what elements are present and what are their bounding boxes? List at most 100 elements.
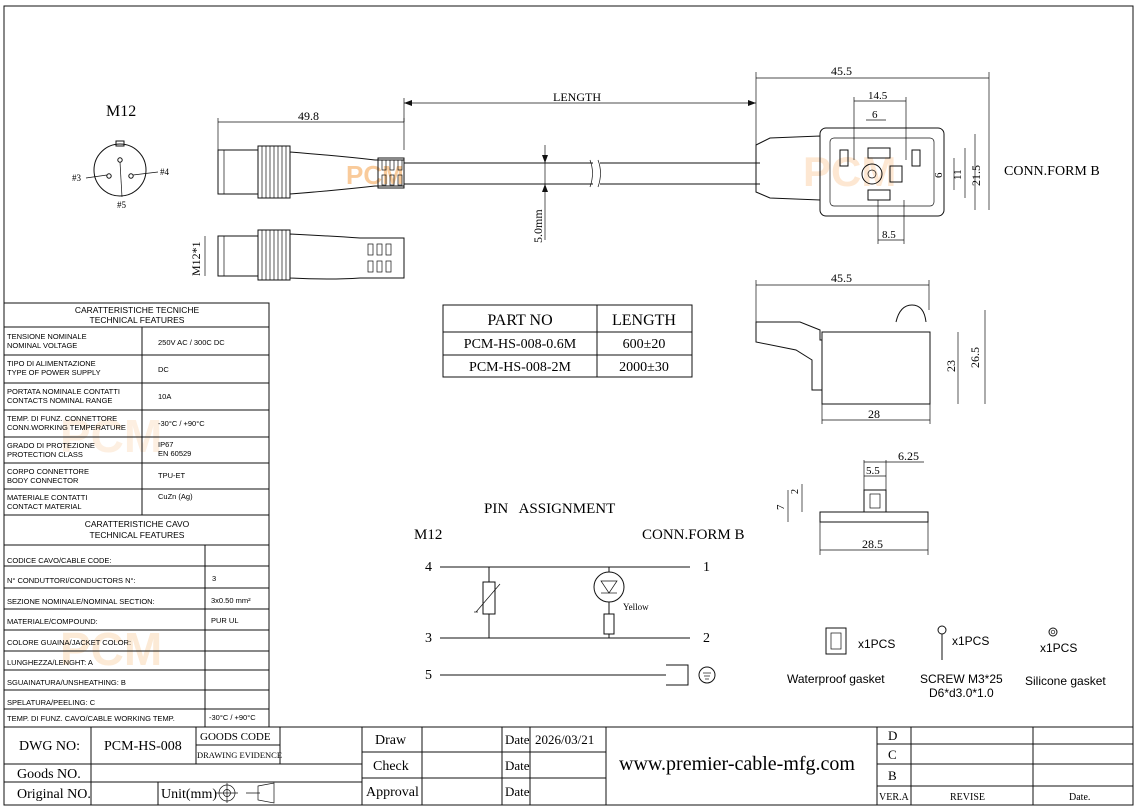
tech-row-7-v1: CuZn (Ag) [158, 492, 193, 501]
dim-m12-thread: M12*1 [189, 241, 203, 276]
cable-row-7-label: SGUAINATURA/UNSHEATHING: B [7, 678, 126, 687]
pin-assignment-title: PIN ASSIGNMENT [484, 501, 615, 517]
m12-title: M12 [106, 103, 136, 120]
part-row-1-partno: PCM-HS-008-0.6M [464, 337, 577, 352]
drawing-evidence-label: DRAWING EVIDENCE [197, 750, 282, 760]
pin-label-3: #3 [72, 173, 82, 183]
unit-label: Unit(mm) [161, 787, 217, 802]
revise-label: REVISE [950, 792, 985, 803]
tech-row-5-l1: GRADO DI PROTEZIONE [7, 441, 95, 450]
acc-1-qty: x1PCS [858, 637, 895, 651]
date-label-1: Date [505, 732, 530, 747]
acc-3-qty: x1PCS [1040, 641, 1077, 655]
dim-6-top: 6 [872, 109, 878, 121]
dim-49-8: 49.8 [298, 109, 319, 123]
part-row-2-partno: PCM-HS-008-2M [469, 360, 571, 375]
approval-label: Approval [366, 785, 419, 800]
cable-row-3-label: SEZIONE NOMINALE/NOMINAL SECTION: [7, 597, 155, 606]
watermark-2: PCM [803, 148, 896, 195]
title-block: DWG NO: PCM-HS-008 GOODS CODE DRAWING EV… [4, 726, 1133, 805]
tech-row-2-l1: TIPO DI ALIMENTAZIONE [7, 359, 96, 368]
tech-title-2: TECHNICAL FEATURES [90, 315, 185, 325]
watermarks: PCM PCM PCM PCM [60, 148, 896, 675]
dim-21-5: 21.5 [969, 165, 983, 186]
tech-row-5-l2: PROTECTION CLASS [7, 450, 83, 459]
date-label-3: Date [505, 784, 530, 799]
original-no-label: Original NO. [17, 787, 91, 802]
dim-28: 28 [868, 407, 880, 421]
cable-row-8-label: SPELATURA/PEELING: C [7, 698, 96, 707]
dim-14-5: 14.5 [868, 90, 888, 102]
part-table-header-partno: PART NO [487, 312, 552, 329]
pin-left-4: 4 [425, 560, 432, 575]
part-table: PART NO LENGTH PCM-HS-008-0.6M 600±20 PC… [442, 304, 693, 378]
dim-45-5-side: 45.5 [831, 271, 852, 285]
tech-row-7-l2: CONTACT MATERIAL [7, 502, 82, 511]
date-label-2: Date [505, 758, 530, 773]
projection-symbol [216, 782, 275, 804]
pin-right-1: 1 [703, 560, 710, 575]
ver-label: VER.A [879, 792, 910, 803]
pin-assignment-right: CONN.FORM B [642, 527, 745, 543]
cable-row-9-value: -30°C / +90°C [209, 713, 256, 722]
tech-row-2-v1: DC [158, 365, 169, 374]
accessories: x1PCS Waterproof gasket x1PCS SCREW M3*2… [787, 625, 1106, 700]
cable-row-4-label: MATERIALE/COMPOUND: [7, 617, 98, 626]
cable-row-9-label: TEMP. DI FUNZ. CAVO/CABLE WORKING TEMP. [7, 714, 175, 723]
draw-label: Draw [375, 733, 407, 748]
dim-8-5: 8.5 [882, 229, 896, 241]
dim-2: 2 [790, 489, 801, 494]
tech-row-4-v1: -30°C / +90°C [158, 419, 205, 428]
goods-no-label: Goods NO. [17, 767, 81, 782]
dim-26-5: 26.5 [968, 347, 982, 368]
pin-label-5: #5 [117, 200, 127, 210]
pin-label-4: #4 [160, 167, 170, 177]
pin-assignment-left: M12 [414, 527, 442, 543]
cable-title-2: TECHNICAL FEATURES [90, 530, 185, 540]
led-label: Yellow [623, 602, 649, 612]
rev-d: D [888, 728, 897, 743]
tech-row-3-l1: PORTATA NOMINALE CONTATTI [7, 387, 120, 396]
gasket-view: 6.25 5.5 2 7 28.5 [775, 449, 929, 555]
m12-front-view: M12 #3 #4 #5 [72, 103, 170, 210]
tech-row-1-l2: NOMINAL VOLTAGE [7, 341, 77, 350]
part-row-2-length: 2000±30 [619, 360, 669, 375]
m12-connector-top: 49.8 [217, 109, 405, 199]
tech-title-1: CARATTERISTICHE TECNICHE [75, 305, 200, 315]
goods-code-label: GOODS CODE [200, 731, 271, 743]
dim-length: LENGTH [553, 90, 601, 104]
dim-23: 23 [944, 360, 958, 372]
acc-2-name: SCREW M3*25 [920, 672, 1003, 686]
date-col-label: Date. [1069, 792, 1090, 803]
cable-row-3-value: 3x0.50 mm² [211, 596, 251, 605]
dim-11: 11 [952, 169, 964, 180]
cable-row-1-label: CODICE CAVO/CABLE CODE: [7, 556, 111, 565]
tech-row-7-l1: MATERIALE CONTATTI [7, 493, 87, 502]
tech-row-6-l1: CORPO CONNETTORE [7, 467, 89, 476]
cable-row-5-label: COLORE GUAINA/JACKET COLOR: [7, 638, 131, 647]
cable-row-6-label: LUNGHEZZA/LENGHT: A [7, 658, 93, 667]
tech-row-5-v1: IP67 [158, 440, 173, 449]
tech-row-4-l2: CONN.WORKING TEMPERATURE [7, 423, 126, 432]
conn-form-b-top: 45.5 14.5 6 6 11 21.5 8.5 CONN.FORM B [755, 64, 1100, 244]
pin-left-3: 3 [425, 631, 432, 646]
tech-row-4-l1: TEMP. DI FUNZ. CONNETTORE [7, 414, 117, 423]
tech-row-6-l2: BODY CONNECTOR [7, 476, 79, 485]
date-value: 2026/03/21 [535, 732, 594, 747]
pin-right-2: 2 [703, 631, 710, 646]
part-table-header-length: LENGTH [612, 312, 676, 329]
cable-row-2-label: N° CONDUTTORI/CONDUCTORS N°: [7, 576, 136, 585]
dim-cable-dia: 5.0mm [531, 209, 545, 243]
dim-28-5: 28.5 [862, 537, 883, 551]
acc-2-qty: x1PCS [952, 634, 989, 648]
dim-5-5: 5.5 [866, 465, 880, 477]
dwg-no-label: DWG NO: [19, 739, 80, 754]
acc-2-name2: D6*d3.0*1.0 [929, 686, 994, 700]
conn-form-b-side: 45.5 23 26.5 28 [755, 271, 986, 424]
acc-3-name: Silicone gasket [1025, 674, 1106, 688]
pin-left-5: 5 [425, 668, 432, 683]
tech-features-table: CARATTERISTICHE TECNICHE TECHNICAL FEATU… [3, 302, 270, 728]
dwg-no-value: PCM-HS-008 [104, 739, 182, 754]
tech-row-2-l2: TYPE OF POWER SUPPLY [7, 368, 101, 377]
